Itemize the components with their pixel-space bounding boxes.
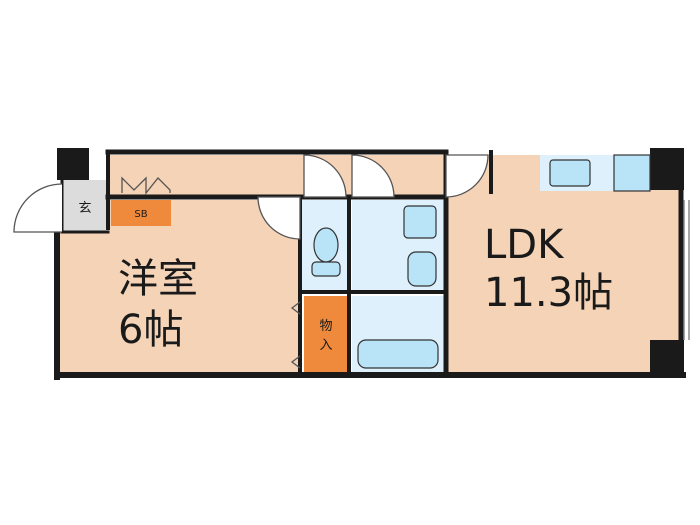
window-right (683, 200, 690, 340)
doors (13, 154, 489, 369)
bathtub (357, 339, 439, 369)
wall-corner-topright (650, 148, 684, 190)
entrance-floor (62, 180, 108, 232)
shoe-box-label: SB (134, 209, 147, 220)
wall-corner-topleft (57, 148, 89, 180)
toilet-tank (311, 261, 341, 277)
storage-closet (304, 296, 348, 372)
western-room-size: 6帖 (118, 307, 183, 353)
washing-machine (407, 251, 437, 287)
fixtures (311, 154, 651, 369)
entrance-label: 玄 (78, 201, 91, 216)
shoe-box (111, 200, 171, 226)
ldk-name: LDK (484, 222, 565, 268)
storage-label-line2: 入 (319, 338, 332, 353)
toilet-bowl (313, 227, 339, 263)
washbasin (403, 205, 437, 239)
wall-corner-bottomright (650, 340, 684, 377)
western-room-name: 洋室 (118, 256, 198, 302)
hallway-floor (108, 155, 446, 195)
kitchen-sink (549, 159, 591, 187)
stove (613, 154, 651, 192)
ldk-size: 11.3帖 (484, 270, 613, 316)
storage-label-line1: 物 (319, 319, 332, 334)
